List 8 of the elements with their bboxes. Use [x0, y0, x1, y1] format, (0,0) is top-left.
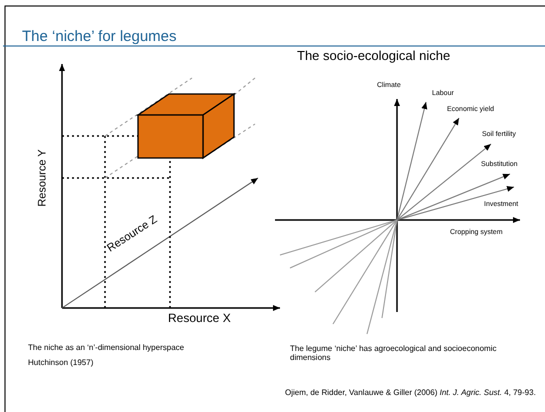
caption-text: The legume ‘niche’ has agroecological and socioeconomic dimensions [290, 344, 498, 362]
slide-title: The ‘niche’ for legumes [22, 28, 177, 46]
caption-text: The niche as an ‘n’-dimensional hyperspace [28, 343, 184, 352]
axis-label: Resource X [168, 312, 231, 326]
panel-title: The socio-ecological niche [297, 49, 450, 64]
axis-label: Resource Y [36, 149, 49, 207]
citation-text: Hutchinson (1957) [28, 358, 94, 368]
citation-text: Ojiem, de Ridder, Vanlauwe & Giller (2006) Int. J. Agric. Sust. 4, 79-93. [285, 388, 537, 398]
